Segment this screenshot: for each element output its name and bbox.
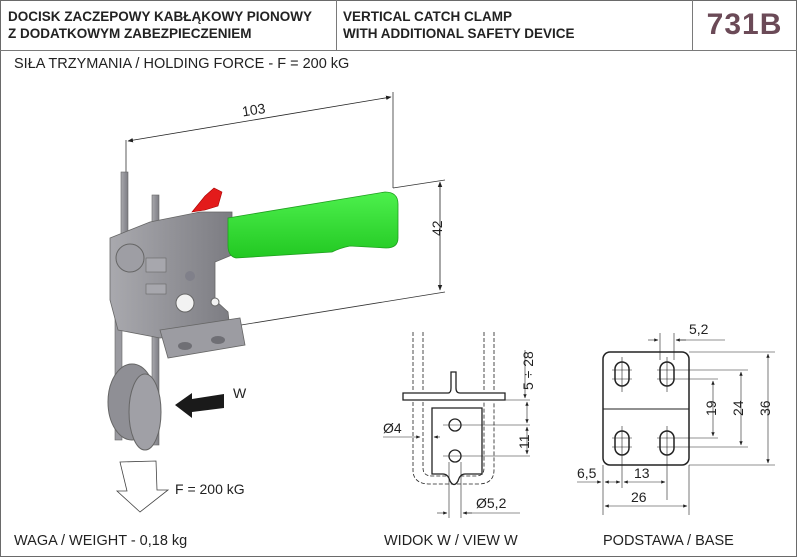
hex-nut xyxy=(145,283,167,295)
dim-hole-pitch-label: 13 xyxy=(634,465,650,481)
force-arrow xyxy=(115,460,170,513)
base-drawing xyxy=(577,333,775,515)
dim-hole-diameter-label: Ø5,2 xyxy=(476,495,507,511)
dim-edge-label: 6,5 xyxy=(577,465,597,481)
model-code: 731B xyxy=(706,8,783,41)
base-caption: PODSTAWA / BASE xyxy=(603,533,734,549)
clamp-handle xyxy=(227,191,399,259)
dim-hole-spacing-label: 11 xyxy=(516,434,532,449)
safety-lever xyxy=(191,187,223,213)
dim-line-length xyxy=(127,95,392,143)
title-polish: DOCISK ZACZEPOWY KABŁĄKOWY PIONOWY Z DOD… xyxy=(8,8,312,42)
weight-text: WAGA / WEIGHT - 0,18 kg xyxy=(14,533,188,549)
view-w-drawing xyxy=(383,332,530,518)
view-arrow-label: W xyxy=(233,385,247,401)
title-polish-line1: DOCISK ZACZEPOWY KABŁĄKOWY PIONOWY xyxy=(8,9,313,24)
header-divider xyxy=(0,50,797,51)
dim-height-label: 42 xyxy=(429,220,445,236)
dim-wire-diameter-label: Ø4 xyxy=(383,420,402,436)
hex-nut xyxy=(145,257,167,273)
header-column-divider xyxy=(336,0,337,50)
dim-slot-width-label: 5,2 xyxy=(689,321,709,337)
dim-mid-spacing-label: 24 xyxy=(730,400,746,416)
view-direction-arrow xyxy=(175,393,224,418)
dim-length-label: 103 xyxy=(241,100,267,119)
dim-inner-spacing-label: 19 xyxy=(703,400,719,416)
dim-base-width-label: 26 xyxy=(631,489,647,505)
clamp-illustration xyxy=(107,92,446,513)
clamp-body xyxy=(109,211,233,339)
dim-base-height-label: 36 xyxy=(757,400,773,416)
title-polish-line2: Z DODATKOWYM ZABEZPIECZENIEM xyxy=(8,26,252,41)
title-english: VERTICAL CATCH CLAMP WITH ADDITIONAL SAF… xyxy=(343,8,575,42)
title-english-line2: WITH ADDITIONAL SAFETY DEVICE xyxy=(343,26,575,41)
header-column-divider xyxy=(692,0,693,50)
dim-range-label: 5 ÷ 28 xyxy=(520,351,536,390)
holding-force-text: SIŁA TRZYMANIA / HOLDING FORCE - F = 200… xyxy=(14,56,350,72)
title-english-line1: VERTICAL CATCH CLAMP xyxy=(343,9,512,24)
force-label: F = 200 kG xyxy=(175,481,245,497)
view-w-caption: WIDOK W / VIEW W xyxy=(384,533,518,549)
